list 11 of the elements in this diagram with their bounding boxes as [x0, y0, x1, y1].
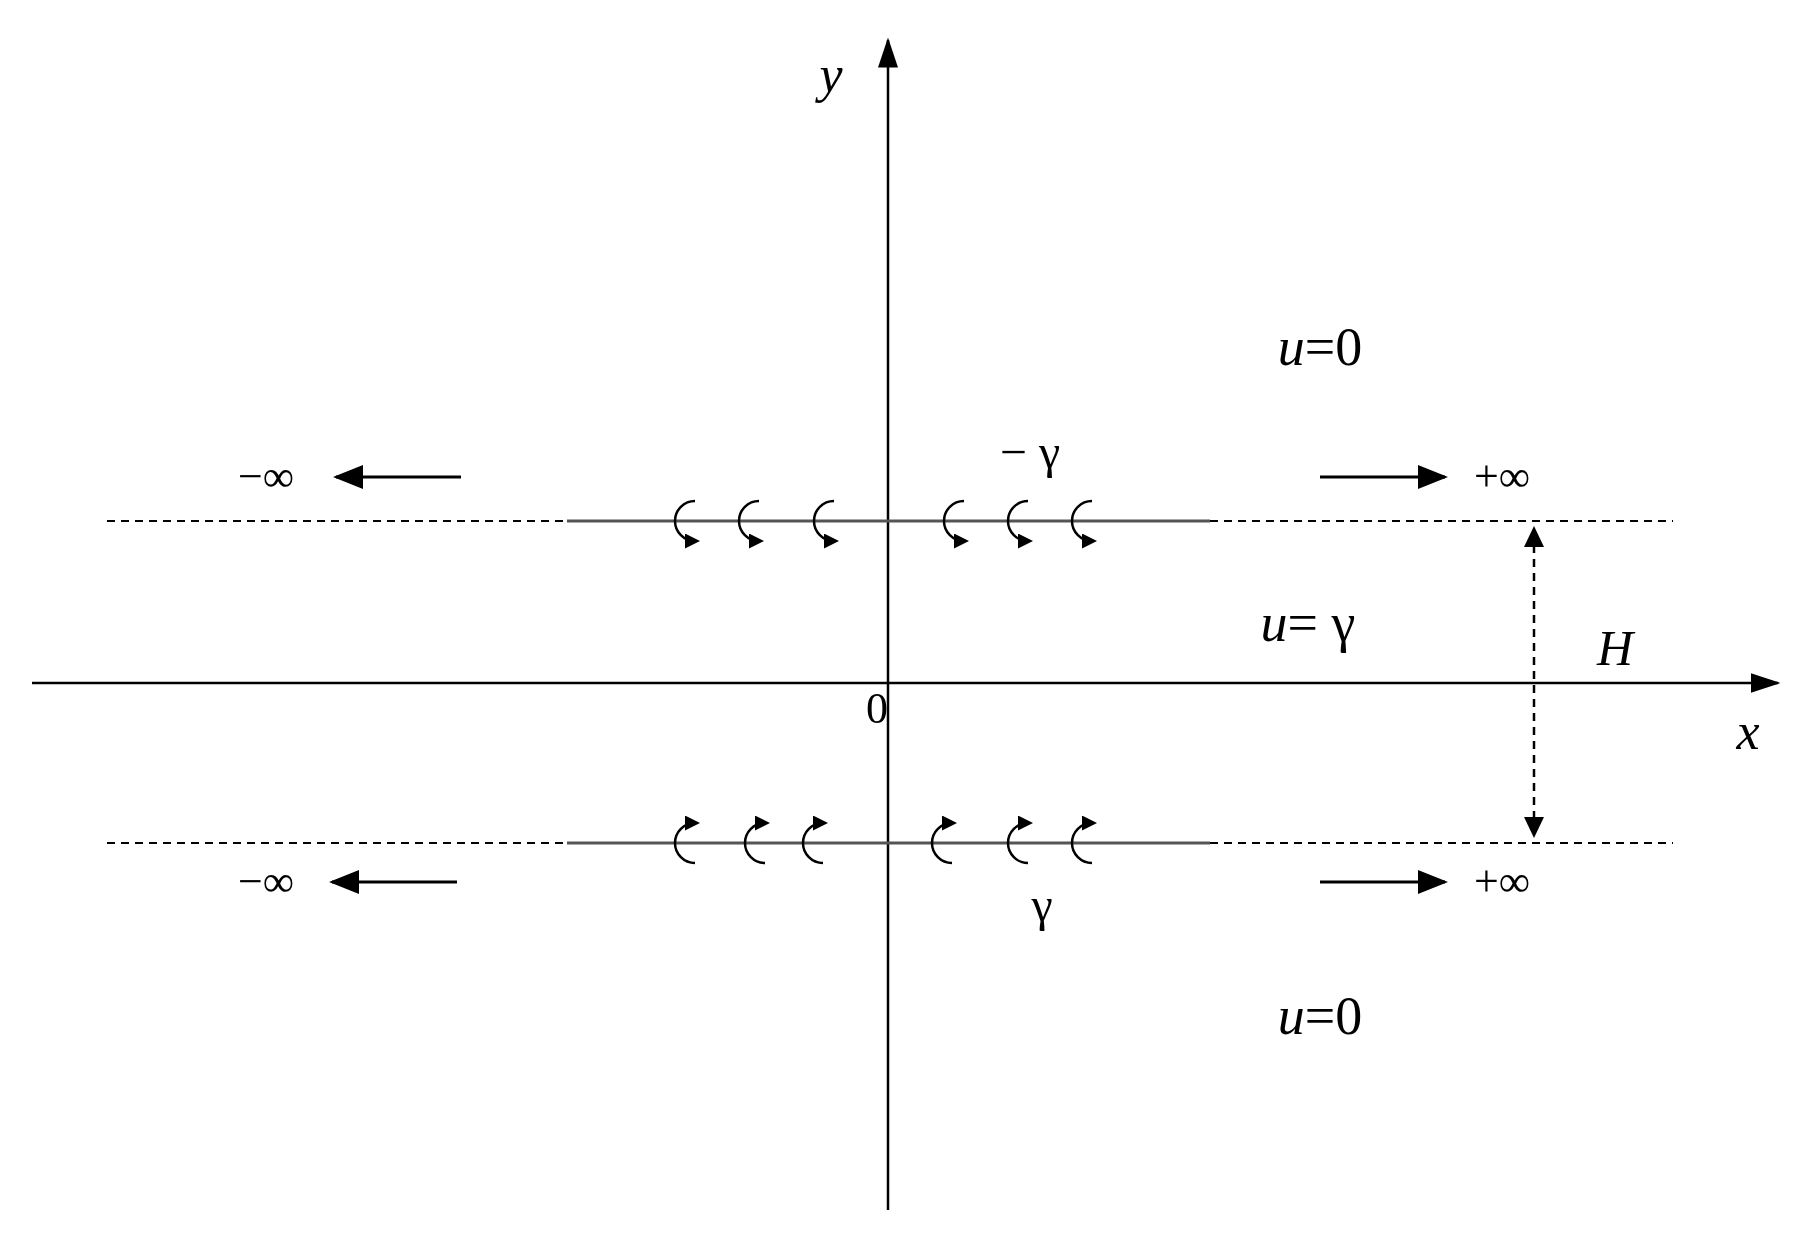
math-label: +∞ [1473, 455, 1531, 499]
math-label: −∞ [237, 455, 295, 499]
math-label: −∞ [237, 860, 295, 904]
math-label: γ [1031, 881, 1053, 929]
math-label: 0 [866, 687, 888, 731]
math-label: x [1736, 706, 1760, 758]
math-label: − γ [999, 428, 1061, 476]
math-label: +∞ [1473, 860, 1531, 904]
math-label: H [1596, 623, 1634, 673]
math-label: u=0 [1277, 320, 1363, 374]
math-label: u=0 [1277, 989, 1363, 1043]
